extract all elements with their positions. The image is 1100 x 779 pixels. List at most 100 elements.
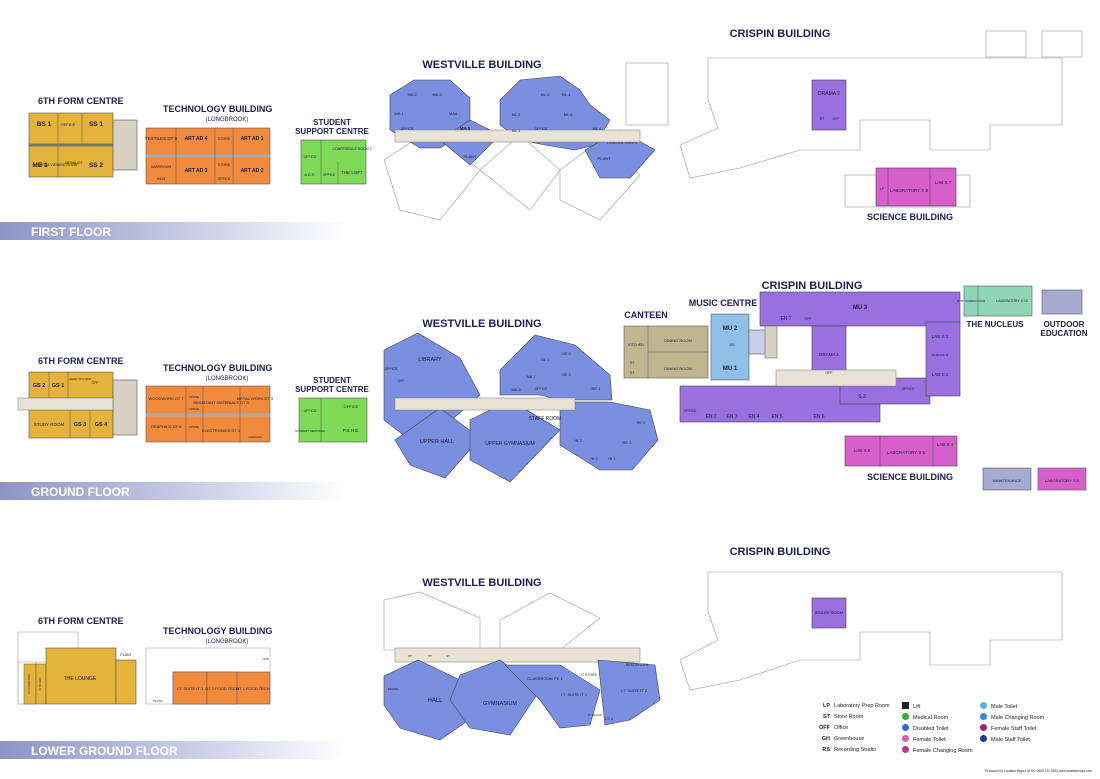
ground-support-title-2: SUPPORT CENTRE [295,385,369,394]
room-ma6: MA 6 [511,387,521,392]
room-s2: LAB S 2 [932,372,949,377]
music-centre-block[interactable]: MU 2 RS MU 1 [710,313,768,381]
canteen-title: CANTEEN [624,310,668,320]
outdoor-education-block[interactable] [1041,289,1083,315]
lower-tech-title: TECHNOLOGY BUILDING [163,626,272,636]
room-ma2: MA 2 [407,92,417,97]
room-dining-2: DINING ROOM [664,366,692,371]
room-mu2: MU 2 [723,326,738,332]
room-mu3: MU 3 [853,305,868,311]
legend-male-toilet: Male Toilet [991,704,1018,710]
legend-code-rs: RS [822,747,830,753]
lower-westville-block[interactable]: HALL GYMNASIUM CLASSROOM PE 1 I.T. SUITE… [383,647,661,741]
room-en6: EN 6 [813,414,824,420]
first-science-block[interactable]: LP LABORATORY S 8 LAB S 7 [875,167,957,207]
maintenance-block[interactable] [982,467,1032,491]
room-ma3: MA 3 [432,92,442,97]
room-it-store: IT STORE [581,673,598,677]
room-head-6th: HEAD 6TH FRM [69,377,92,381]
room-en3: EN 3 [726,414,737,420]
lower-tech-block[interactable]: I.T. SUITE IT 3 DT 2 FOOD TECH DT 1 FOOD… [145,647,271,705]
first-support-title-2: SUPPORT CENTRE [295,127,369,136]
first-crispin-block[interactable]: DRAMA 2 ST OFF [811,79,847,131]
canteen-block[interactable]: KITCHEN DINING ROOM DINING ROOM ST ST [623,325,709,379]
first-science-title: SCIENCE BUILDING [867,212,953,222]
room-tech-lg-off: OFF [263,657,269,661]
first-floor-section: 6TH FORM CENTRE BS 1 OFFICE SS 1 ME 1 ME… [0,28,1083,240]
room-study: STUDY ROOM [34,422,65,427]
room-bs1: BS 1 [37,121,52,128]
ground-westville-block[interactable]: LIBRARY OFFICE OFF GE 1 GE 2 MA 7 GE 3 M… [383,332,659,483]
room-ge2: GE 2 [561,351,571,356]
lower-crispin-block[interactable]: BOILER ROOM [811,597,847,629]
first-tech-title: TECHNOLOGY BUILDING [163,104,272,114]
room-westville-office-2: OFFICE [535,127,548,131]
first-tech-subtitle: (LONGBROOK) [206,117,249,123]
room-gs3: GS 3 [74,422,87,428]
room-ss1: SS 1 [89,121,103,128]
room-lw-st-2: ST [428,654,432,658]
lower-sixth-form-block[interactable]: CLASSROOM KITCHEN THE LOUNGE PLANT [17,631,137,705]
room-kitchen-lg: KITCHEN [38,677,42,690]
lower-westville-title: WESTVILLE BUILDING [422,577,541,589]
room-hall: HALL [427,698,443,704]
room-re2: RE 2 [637,420,647,425]
lower-crispin-outline [679,571,1063,691]
ground-crispin-block[interactable]: MU 3 EN 7 OFF DRAMA 1 OFF EN 2 EN 3 EN 4… [679,291,961,423]
nucleus-block[interactable]: LABORATORY S 10 SIXTH COMMON ROOM [957,285,1033,317]
room-tech-store: STORE [189,395,199,399]
room-media-ict: MEDIA ICT [65,161,83,165]
room-plant-tech: PLANT [153,699,163,703]
ground-science-block[interactable]: LAB S 6 LABORATORY S 5 LAB S 4 [844,435,958,467]
room-cadcam: CAD/CAM [248,435,262,439]
room-office: OFFICE [61,122,76,127]
room-en5: EN 5 [771,414,782,420]
first-support-block[interactable]: CONFERENCE ROOM 2 OFFICE A.C.E. OFFICE T… [300,139,372,185]
ground-tech-block[interactable]: WOODWORK DT 7 STORE RESISTANT MATERIALS … [145,385,274,443]
first-crispin-title: CRISPIN BUILDING [730,28,831,40]
room-re1: RE 1 [592,386,602,391]
room-resources: RESOURCES [626,663,649,667]
room-ml2: ML 2 [512,112,522,117]
room-ad2: ART AD 2 [241,168,264,174]
room-media-viewing: MEDIA VIEWING ROOM [39,163,78,167]
room-crispin-st: ST [820,117,825,121]
room-s3: S 3 [858,394,866,400]
room-rs: RS [730,343,736,347]
room-dt6: GRAPHICS DT 6 [151,424,182,429]
room-ls1: LS 1 [605,716,614,721]
room-it1: I.T. SUITE IT 1 [561,692,588,697]
first-sixth-form-block[interactable]: BS 1 OFFICE SS 1 ME 1 MEDIA VIEWING ROOM… [28,112,138,178]
lower-ground-floor-label: LOWER GROUND FLOOR [31,744,178,758]
room-s4: LAB S 4 [937,442,954,447]
lab-s9-block[interactable] [1037,467,1087,491]
room-library: LIBRARY [418,357,442,363]
ground-sixth-form-title: 6TH FORM CENTRE [38,356,124,366]
room-kiln: KILN [157,177,165,181]
room-office-2: OFFICE [218,177,231,181]
first-westville-block[interactable]: MA 2 MA 3 MA 1 MA4 MA 5 OFFICE PLANT ML … [389,75,656,179]
male-toilet-icon [980,702,987,709]
room-ma5: MA 5 [460,126,471,131]
room-gcrispin-off: OFF [805,317,812,321]
female-staff-toilet-icon [980,724,987,731]
legend-code-st: ST [823,714,831,720]
room-lw-st-1: ST [408,654,412,658]
lower-ground-floor-band [0,741,348,759]
lab-s9-label: LABORATORY S 9 [1045,478,1080,483]
room-dt5: RESISTANT MATERIALS DT 5 [193,400,249,405]
room-gs4: GS 4 [95,422,108,428]
ground-support-block[interactable]: OFFICE OFFICE STUDENT SERVICES P.S.H.E. [295,397,368,443]
legend-label-gh: Greenhouse [834,736,864,742]
room-ma4: MA4 [449,111,458,116]
ground-sixth-form-block[interactable]: GS 2 GS 1 HEAD 6TH FRM OFF STUDY ROOM GS… [17,371,138,439]
legend-label-rs: Recording Studio [834,747,876,753]
room-ge3: GE 3 [561,372,571,377]
room-s10: LABORATORY S 10 [996,299,1028,303]
female-toilet-icon [902,735,909,742]
room-the-lounge: THE LOUNGE [64,676,97,682]
room-gs1: GS 1 [52,383,65,389]
first-tech-block[interactable]: TEXTILES DT 9 ART AD 4 STORE ART AD 1 AR… [145,127,271,185]
room-crispin-off: OFF [833,117,840,121]
